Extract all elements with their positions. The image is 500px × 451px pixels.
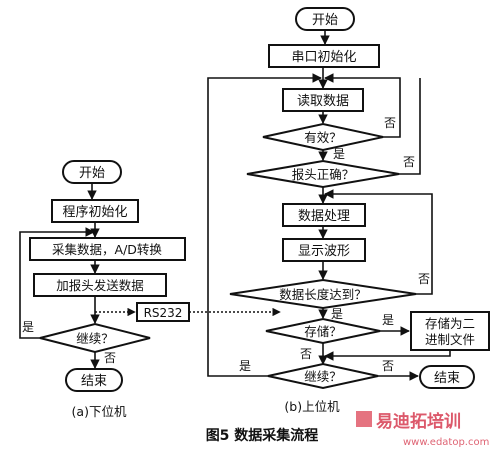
- right-display-label: 显示波形: [298, 244, 350, 259]
- right-init-label: 串口初始化: [291, 50, 356, 65]
- rs232-link: RS232: [95, 302, 281, 322]
- right-end-terminal: [419, 365, 475, 389]
- left-send-label: 加报头发送数据: [56, 278, 144, 293]
- left-end-label: 结束: [81, 374, 107, 389]
- left-yes-label: 是: [22, 320, 34, 334]
- left-send-box: [33, 273, 167, 297]
- right-header-no-label: 否: [403, 155, 415, 169]
- right-end-label: 结束: [434, 371, 460, 386]
- right-continue-yes-label: 是: [239, 359, 251, 373]
- right-save-file-line2: 进制文件: [425, 332, 475, 347]
- right-valid-label: 有效？: [304, 130, 342, 145]
- left-start-label: 开始: [79, 166, 105, 181]
- right-process-label: 数据处理: [298, 209, 350, 224]
- right-valid-yes-label: 是: [333, 147, 345, 161]
- rs232-label: RS232: [144, 306, 183, 320]
- right-init-box: [268, 44, 380, 68]
- right-read-label: 读取数据: [297, 94, 349, 109]
- left-init-label: 程序初始化: [62, 205, 127, 220]
- upper-machine-flowchart: 开始 串口初始化 读取数据 有效？ 否 是 报头正确？ 否 数据处理 显示波形: [207, 7, 490, 414]
- watermark-url: www.edatop.com: [403, 437, 489, 448]
- right-title: (b)上位机: [284, 399, 340, 414]
- right-process-box: [282, 203, 366, 227]
- right-continue-no-label: 否: [382, 359, 394, 373]
- right-valid-no-label: 否: [384, 116, 396, 130]
- lower-machine-flowchart: 开始 程序初始化 采集数据，A/D转换 加报头发送数据 继续？ 是 否 结束 (…: [19, 160, 186, 419]
- figure-caption: 图5 数据采集流程: [206, 427, 319, 444]
- right-header-label: 报头正确？: [292, 167, 355, 182]
- right-length-no-label: 否: [418, 272, 430, 286]
- left-end-terminal: [65, 368, 123, 392]
- left-continue-label: 继续？: [76, 331, 114, 346]
- right-start-label: 开始: [312, 13, 338, 28]
- watermark: 易迪拓培训 www.edatop.com: [356, 411, 489, 448]
- right-length-label: 数据长度达到？: [279, 287, 367, 302]
- right-store-yes-label: 是: [382, 313, 394, 327]
- right-length-yes-label: 是: [331, 307, 343, 321]
- right-save-file-line1: 存储为二: [425, 316, 475, 331]
- right-store-label: 存储？: [304, 324, 342, 339]
- right-continue-label: 继续？: [304, 369, 342, 384]
- left-collect-label: 采集数据，A/D转换: [52, 242, 162, 257]
- left-no-label: 否: [104, 351, 116, 365]
- left-collect-box: [29, 237, 186, 261]
- left-title: (a)下位机: [72, 404, 127, 419]
- left-continue-diamond: [39, 322, 151, 354]
- right-display-box: [282, 238, 366, 262]
- watermark-logo-icon: [356, 411, 372, 427]
- right-store-no-label: 否: [300, 347, 312, 361]
- watermark-brand: 易迪拓培训: [376, 411, 461, 432]
